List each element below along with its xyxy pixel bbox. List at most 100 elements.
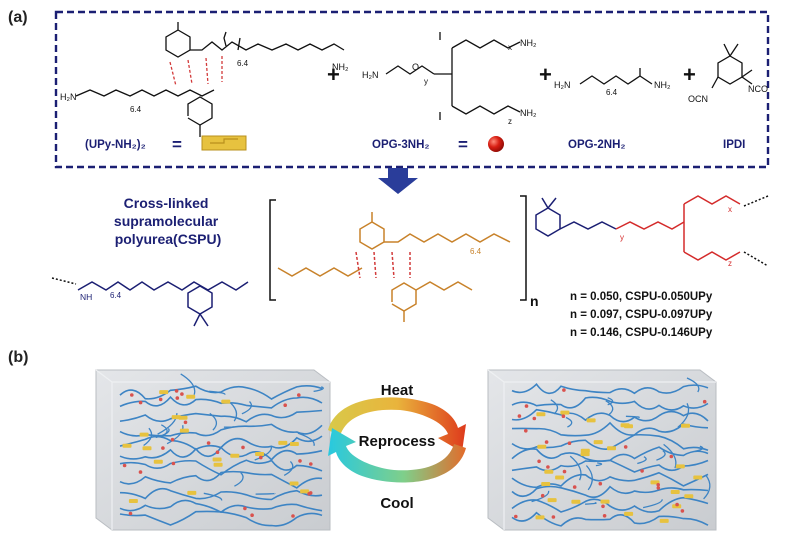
opg2-nh2-label: NH₂ xyxy=(654,80,671,90)
plus-sign-3: + xyxy=(683,62,696,87)
crosslink-chain xyxy=(297,432,315,447)
crosslink-node xyxy=(158,397,163,402)
crosslink-node xyxy=(675,502,679,507)
crosslink-node xyxy=(598,481,603,486)
upy-dimer-marker xyxy=(300,489,310,494)
crosslink-node xyxy=(517,414,522,418)
polymer-chain xyxy=(119,487,323,501)
polymer-chain xyxy=(511,396,709,411)
upy-dimer-marker xyxy=(580,448,590,453)
product-title-line-1: Cross-linked xyxy=(124,195,209,211)
crosslink-node xyxy=(307,492,311,496)
crosslink-node xyxy=(215,450,220,455)
polymer-chain xyxy=(119,446,323,461)
upy-dimer-marker xyxy=(179,428,189,433)
upy-dimer-marker xyxy=(122,443,132,448)
crosslink-node xyxy=(180,392,184,396)
crosslink-node xyxy=(283,403,288,408)
upy-dimer-marker xyxy=(659,518,669,523)
upy-dimer-marker xyxy=(547,498,557,503)
polymer-chain xyxy=(511,382,709,395)
polymer-chain xyxy=(119,423,323,437)
crosslink-chain xyxy=(694,445,704,452)
upy-dimer-marker xyxy=(289,481,299,486)
equals-sign-2: = xyxy=(458,135,468,154)
crosslink-node xyxy=(561,414,566,419)
upy-dimer-marker xyxy=(560,410,570,415)
reprocess-cycle xyxy=(328,397,466,483)
crosslink-node xyxy=(680,509,685,513)
crosslink-node xyxy=(297,393,301,397)
upy-dimer-marker xyxy=(171,415,181,420)
upy-dimer-marker xyxy=(535,515,545,520)
crosslink-chain xyxy=(166,425,184,445)
upy-dimer-marker xyxy=(230,453,240,458)
upy-dimer-marker xyxy=(128,499,138,503)
crosslink-chain xyxy=(585,465,593,491)
polymer-chain xyxy=(511,485,709,498)
upy-dimer-marker xyxy=(555,475,565,480)
upy-h2n-label: H₂N xyxy=(60,92,77,102)
polymer-chain xyxy=(119,409,323,423)
crosslink-chain xyxy=(203,492,223,501)
crosslink-node xyxy=(656,483,660,487)
variant-list: n = 0.050, CSPU-0.050UPy n = 0.097, CSPU… xyxy=(570,291,715,339)
upy-dimer-marker xyxy=(159,390,169,395)
polymer-chain xyxy=(511,408,709,423)
upy-dimer-marker xyxy=(537,444,547,449)
crosslink-node xyxy=(259,455,263,460)
reprocess-label: Reprocess xyxy=(359,433,436,450)
ipdi-nco-label: NCO xyxy=(748,84,768,94)
polymer-chain xyxy=(511,421,709,437)
polymer-chain xyxy=(119,459,323,476)
left-bracket xyxy=(269,199,276,301)
opg3-red-ball-symbol xyxy=(488,136,504,152)
crosslink-chain xyxy=(283,460,294,476)
crosslink-chain xyxy=(531,490,550,503)
crosslink-node xyxy=(206,441,211,445)
product-blue-rep: 6.4 xyxy=(110,291,122,300)
upy-dimer-marker xyxy=(620,423,630,428)
upy-dimer-marker xyxy=(186,394,196,399)
opg2-structure xyxy=(579,68,653,85)
opg3-h2n-label: H₂N xyxy=(362,70,379,80)
polymer-chain xyxy=(119,470,323,489)
crosslink-node xyxy=(174,389,179,393)
opg3-x-label: x xyxy=(508,43,512,52)
upy-dimer-marker xyxy=(693,475,703,480)
product-upy-segment xyxy=(277,212,511,322)
product-title-line-2: supramolecular xyxy=(114,213,219,229)
crosslink-node xyxy=(544,440,549,444)
crosslink-node xyxy=(298,459,302,463)
crosslink-chain xyxy=(313,386,324,393)
panel-b-label: (b) xyxy=(8,349,28,366)
upy-dimer-marker xyxy=(213,462,223,467)
upy-dimer-marker xyxy=(544,469,554,474)
product-z-label: z xyxy=(728,259,732,268)
product-blue-segment xyxy=(51,277,249,327)
crosslink-node xyxy=(524,404,529,408)
opg2-caption: OPG-2NH₂ xyxy=(568,139,626,151)
upy-dimer-marker xyxy=(187,490,197,495)
crosslink-node xyxy=(546,465,550,469)
crosslink-node xyxy=(309,462,313,466)
upy-dimer-marker xyxy=(607,446,616,451)
upy-dimer-marker xyxy=(536,412,546,417)
product-blue-nh: NH xyxy=(80,292,92,302)
crosslink-node xyxy=(138,400,143,405)
crosslink-node xyxy=(562,469,567,474)
network-box-right xyxy=(487,369,717,531)
plus-sign-1: + xyxy=(327,62,340,87)
opg3-nh2-top: NH₂ xyxy=(520,38,537,48)
crosslink-chain xyxy=(143,427,153,447)
upy-dimer-marker xyxy=(681,423,690,428)
ipdi-caption: IPDI xyxy=(723,139,745,151)
crosslink-node xyxy=(623,445,628,449)
crosslink-node xyxy=(243,506,247,511)
crosslink-chain xyxy=(637,456,647,465)
polymer-chain xyxy=(511,459,709,473)
opg3-structure xyxy=(385,32,521,120)
polymer-chain xyxy=(119,395,323,409)
crosslink-chain xyxy=(569,455,582,481)
crosslink-chain xyxy=(209,390,226,396)
